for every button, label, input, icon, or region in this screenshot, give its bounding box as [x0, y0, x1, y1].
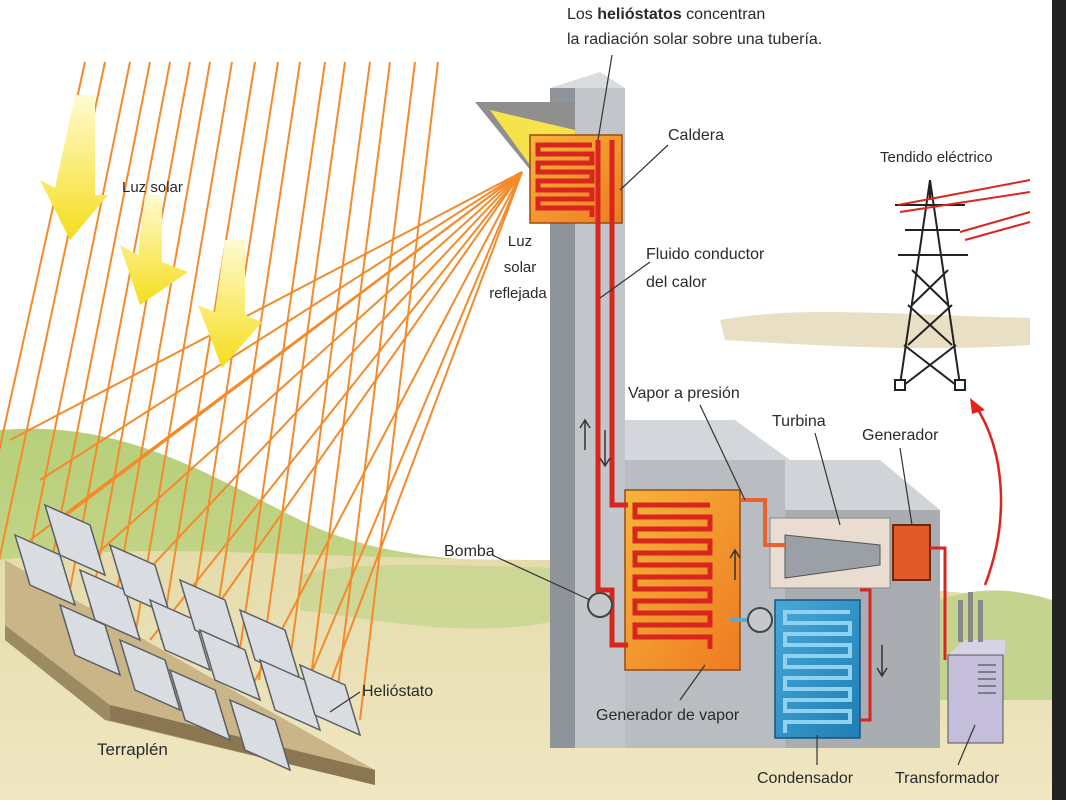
labels: Los helióstatos concentran la radiación …	[97, 6, 1000, 787]
label-condensador: Condensador	[757, 770, 854, 787]
sun-ray	[9, 171, 523, 441]
sun-arrow-2	[120, 195, 188, 305]
heliostat-mirror	[148, 598, 212, 672]
distant-plain	[720, 311, 1030, 349]
heliostat-mirror	[13, 533, 77, 607]
label-fluido-2: del calor	[646, 274, 707, 291]
sun-ray	[258, 61, 346, 681]
condenser-pump	[747, 607, 773, 633]
sun-ray	[236, 61, 326, 671]
heliostat-mirror	[198, 628, 262, 702]
sun-ray	[209, 61, 301, 661]
label-generador: Generador	[862, 427, 939, 444]
steam-pipe	[740, 498, 785, 547]
sun-ray	[39, 171, 523, 481]
sun-ray	[119, 171, 523, 601]
label-turbina: Turbina	[772, 413, 826, 430]
sun-ray	[307, 61, 391, 701]
power-lines	[897, 179, 1031, 241]
label-vapor: Vapor a presión	[628, 385, 740, 402]
label-generador-vapor: Generador de vapor	[596, 707, 740, 724]
fluid-pipe-down	[595, 140, 628, 648]
heliostat-mirror	[78, 568, 142, 642]
sun-arrow-3	[198, 240, 262, 368]
condenser-coil	[783, 610, 852, 733]
sun-ray	[111, 61, 211, 621]
sun-ray	[319, 171, 523, 711]
pump	[587, 592, 613, 618]
sun-ray	[160, 61, 256, 641]
power-output-arrow	[973, 404, 1003, 586]
plant-building	[579, 140, 947, 748]
heliostat-mirror	[58, 603, 122, 677]
sun-ray	[45, 61, 151, 591]
sun-ray	[199, 171, 523, 631]
power-pylon	[894, 179, 968, 391]
sun-ray	[149, 171, 523, 641]
sun-ray	[299, 171, 523, 701]
sun-arrows	[40, 95, 262, 368]
sun-ray	[67, 61, 171, 601]
heliostat-field	[5, 503, 375, 785]
heliostat-mirror	[298, 663, 362, 737]
incoming-sun-rays	[0, 61, 439, 721]
turbine	[784, 534, 881, 579]
sun-ray	[334, 61, 416, 711]
label-luz-solar: Luz solar	[122, 179, 183, 196]
label-bomba: Bomba	[444, 543, 495, 560]
leader-lines	[329, 54, 976, 766]
label-fluido-1: Fluido conductor	[646, 246, 765, 263]
sun-ray	[89, 61, 191, 611]
label-tendido: Tendido eléctrico	[880, 149, 993, 166]
heliostat-mirror	[258, 658, 322, 732]
sun-arrow-1	[40, 95, 108, 240]
heliostat-mirror	[43, 503, 107, 577]
label-terraplen: Terraplén	[97, 740, 168, 759]
label-heliostato: Helióstato	[362, 683, 433, 700]
sun-ray	[135, 61, 233, 631]
label-luz-reflejada-1: Luz	[508, 233, 532, 250]
generator-box	[892, 524, 931, 581]
sun-ray	[359, 61, 439, 721]
caption-line-1: Los helióstatos concentran	[567, 6, 765, 23]
label-transformador: Transformador	[895, 770, 1000, 787]
caption-line-2: la radiación solar sobre una tubería.	[567, 31, 822, 48]
fluid-pipe-return	[609, 140, 628, 508]
boiler-coil	[535, 142, 595, 217]
terraplen-surface	[5, 560, 375, 770]
sun-ray	[249, 171, 523, 691]
reflected-sun-rays	[9, 171, 523, 711]
sun-ray	[285, 61, 371, 691]
transformer	[947, 592, 1005, 744]
sun-ray	[23, 61, 131, 581]
label-luz-reflejada-2: solar	[504, 259, 537, 276]
heliostat-mirror	[168, 668, 232, 742]
heliostat-mirror	[118, 638, 182, 712]
label-luz-reflejada-3: reflejada	[489, 285, 547, 302]
sun-ray	[89, 171, 523, 561]
frame-border	[1052, 0, 1066, 800]
heliostat-mirror	[228, 698, 292, 772]
steam-generator-coil	[632, 502, 713, 649]
label-caldera: Caldera	[668, 127, 724, 144]
steam-generator	[624, 489, 741, 671]
sun-ray	[59, 171, 523, 521]
